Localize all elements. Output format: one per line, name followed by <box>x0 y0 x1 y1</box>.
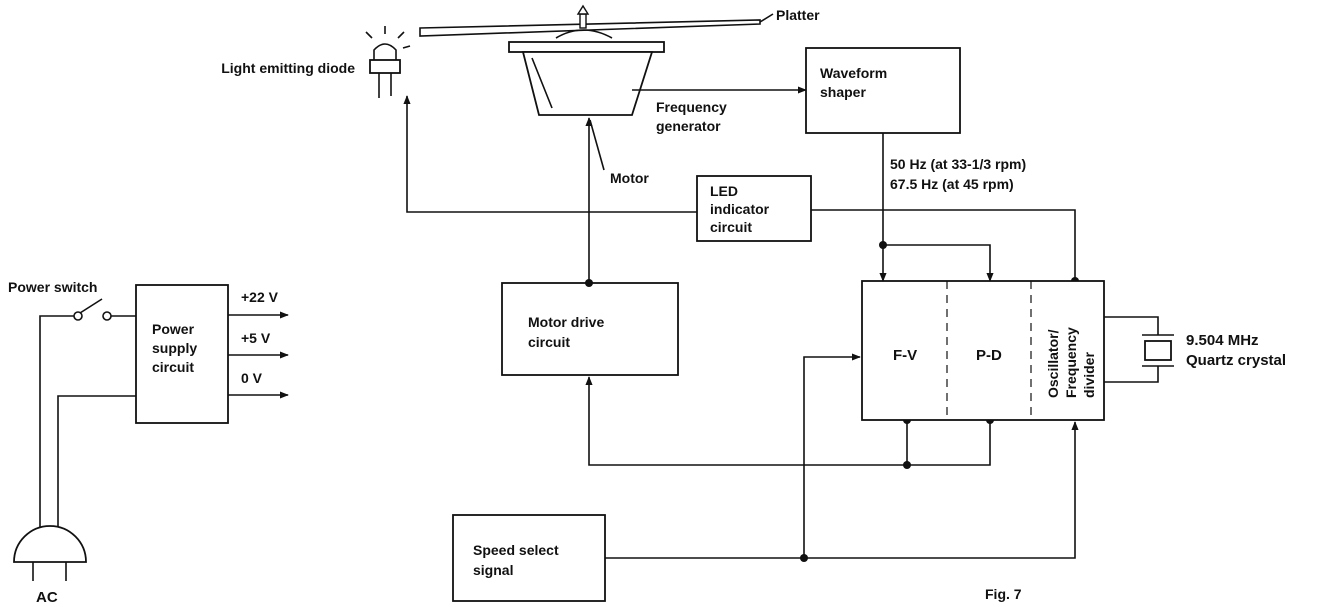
motor-drive-block: Motor drive circuit <box>501 282 679 376</box>
frequency-label-2: 67.5 Hz (at 45 rpm) <box>890 176 1014 192</box>
waveform-shaper-block: Waveform shaper <box>805 47 961 134</box>
junction-dot <box>585 279 593 287</box>
junction-dot <box>800 554 808 562</box>
v5-label: +5 V <box>241 330 271 346</box>
motor-label: Motor <box>610 170 649 186</box>
speed-select-label-1: Speed select <box>473 542 559 558</box>
osc-to-led-indicator-line <box>811 209 1076 281</box>
ac-label: AC <box>36 589 58 606</box>
waveform-label-1: Waveform <box>820 65 887 81</box>
figure-label: Fig. 7 <box>985 586 1022 602</box>
motor-leader <box>589 119 605 171</box>
crystal-freq-label: 9.504 MHz <box>1186 332 1259 349</box>
power-label-3: circuit <box>152 359 194 375</box>
led-label: Light emitting diode <box>221 60 355 76</box>
platter-icon <box>419 4 761 39</box>
waveform-to-pd-line <box>883 244 994 282</box>
motor-drive-label-2: circuit <box>528 334 570 350</box>
pd-output-line <box>907 420 991 466</box>
junction-dot <box>903 461 911 469</box>
quartz-crystal-icon <box>1104 316 1174 383</box>
control-block: F-V P-D Oscillator/ Frequency divider <box>861 280 1105 421</box>
speed-to-fv-line <box>803 353 861 558</box>
osc-divider-label: Oscillator/ Frequency divider <box>1045 327 1097 398</box>
osc-label-1: Oscillator/ <box>1045 329 1061 398</box>
led-ind-label-1: LED <box>710 183 738 199</box>
motor-icon <box>508 41 665 116</box>
led-indicator-block: LED indicator circuit <box>696 175 812 242</box>
freq-generator-label-2: generator <box>656 118 721 134</box>
led-ind-label-3: circuit <box>710 219 752 235</box>
waveform-label-2: shaper <box>820 84 866 100</box>
ac-plug-icon <box>13 525 87 581</box>
speed-to-osc-line <box>605 421 1079 559</box>
power-label-2: supply <box>152 340 197 356</box>
control-to-motor-drive-line <box>585 376 908 466</box>
power-label-1: Power <box>152 321 195 337</box>
osc-label-2: Frequency <box>1063 327 1079 398</box>
pd-label: P-D <box>976 347 1002 364</box>
led-indicator-to-led-line <box>403 95 697 213</box>
power-switch-label: Power switch <box>8 279 97 295</box>
osc-label-3: divider <box>1081 352 1097 398</box>
speed-select-block: Speed select signal <box>452 514 606 602</box>
v0-label: 0 V <box>241 370 263 386</box>
led-ind-label-2: indicator <box>710 201 770 217</box>
freq-generator-label-1: Frequency <box>656 99 727 115</box>
platter-label: Platter <box>776 7 820 23</box>
crystal-name-label: Quartz crystal <box>1186 352 1286 369</box>
speed-select-label-2: signal <box>473 562 513 578</box>
fv-label: F-V <box>893 347 917 364</box>
platter-leader <box>759 13 774 23</box>
v22-label: +22 V <box>241 289 279 305</box>
frequency-label-1: 50 Hz (at 33-1/3 rpm) <box>890 156 1026 172</box>
led-icon <box>365 26 411 98</box>
power-switch-icon <box>39 298 136 560</box>
junction-dot <box>879 241 887 249</box>
motor-drive-label-1: Motor drive <box>528 314 604 330</box>
power-supply-block: Power supply circuit <box>135 284 229 424</box>
